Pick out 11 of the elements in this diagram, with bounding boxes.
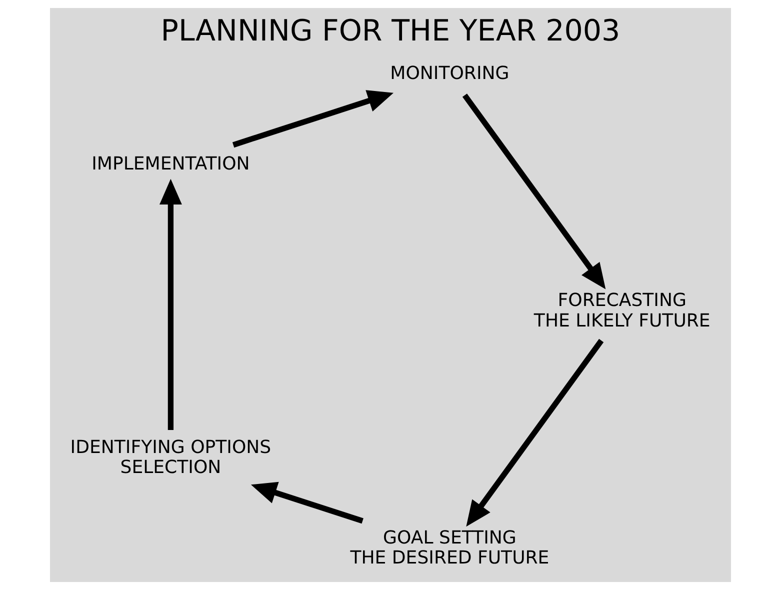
node-text: MONITORING bbox=[390, 62, 509, 84]
node-text: IMPLEMENTATION bbox=[91, 154, 250, 175]
arrow bbox=[250, 482, 363, 524]
diagram-title: PLANNING FOR THE YEAR 2003 bbox=[160, 14, 620, 48]
node-text: GOAL SETTING THE DESIRED FUTURE bbox=[350, 527, 549, 569]
node-text: IDENTIFYING OPTIONS SELECTION bbox=[70, 436, 271, 478]
arrow bbox=[466, 338, 604, 527]
node-text: FORECASTING THE LIKELY FUTURE bbox=[533, 290, 710, 332]
arrow bbox=[232, 90, 394, 148]
arrow bbox=[462, 94, 606, 290]
arrow bbox=[158, 178, 182, 430]
